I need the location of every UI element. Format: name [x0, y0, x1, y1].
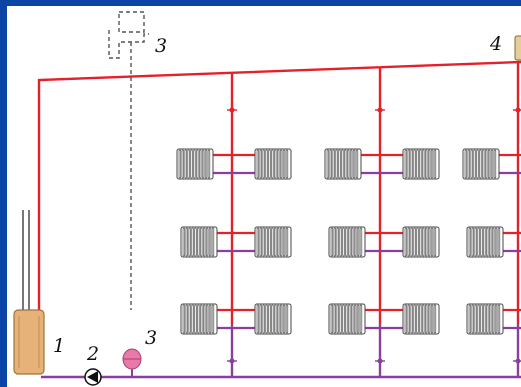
diagram-panel: 3 1 2 3	[7, 6, 521, 387]
radiator-icon	[466, 226, 504, 258]
label-boiler: 1	[53, 335, 65, 357]
radiator-icon	[254, 303, 292, 335]
radiator-grid	[176, 148, 521, 335]
radiator-icon	[254, 226, 292, 258]
label-pump: 2	[86, 343, 99, 365]
radiator-icon	[176, 148, 214, 180]
radiator-icon	[466, 303, 504, 335]
valve-icon	[227, 107, 237, 113]
open-tank-neck	[108, 30, 149, 59]
valve-icon	[513, 358, 521, 364]
open-tank-body	[118, 11, 145, 33]
open-expansion-tank	[108, 11, 149, 310]
radiator-icon	[328, 226, 366, 258]
valve-icon	[375, 358, 385, 364]
return-pipes	[41, 324, 521, 379]
radiator-icon	[254, 148, 292, 180]
boiler-icon	[13, 210, 45, 375]
radiator-icon	[180, 303, 218, 335]
supply-pipes	[37, 60, 521, 324]
valve-icon	[227, 358, 237, 364]
radiator-icon	[328, 303, 366, 335]
heating-system-diagram: 3 1 2 3	[13, 11, 521, 386]
radiator-icon	[402, 148, 440, 180]
radiator-icon	[462, 148, 500, 180]
circulation-pump-icon	[84, 368, 102, 386]
radiator-icon	[402, 303, 440, 335]
air-vent-icon	[514, 35, 521, 61]
label-air-vent: 4	[489, 33, 502, 55]
valve-icon	[375, 107, 385, 113]
membrane-expansion-tank-icon	[122, 348, 142, 377]
radiator-icon	[324, 148, 362, 180]
riser-valves	[227, 107, 521, 364]
valve-icon	[513, 107, 521, 113]
label-open-tank: 3	[155, 35, 167, 57]
radiator-icon	[180, 226, 218, 258]
radiator-icon	[402, 226, 440, 258]
label-closed-tank: 3	[145, 327, 157, 349]
supply-main-line	[37, 60, 521, 312]
